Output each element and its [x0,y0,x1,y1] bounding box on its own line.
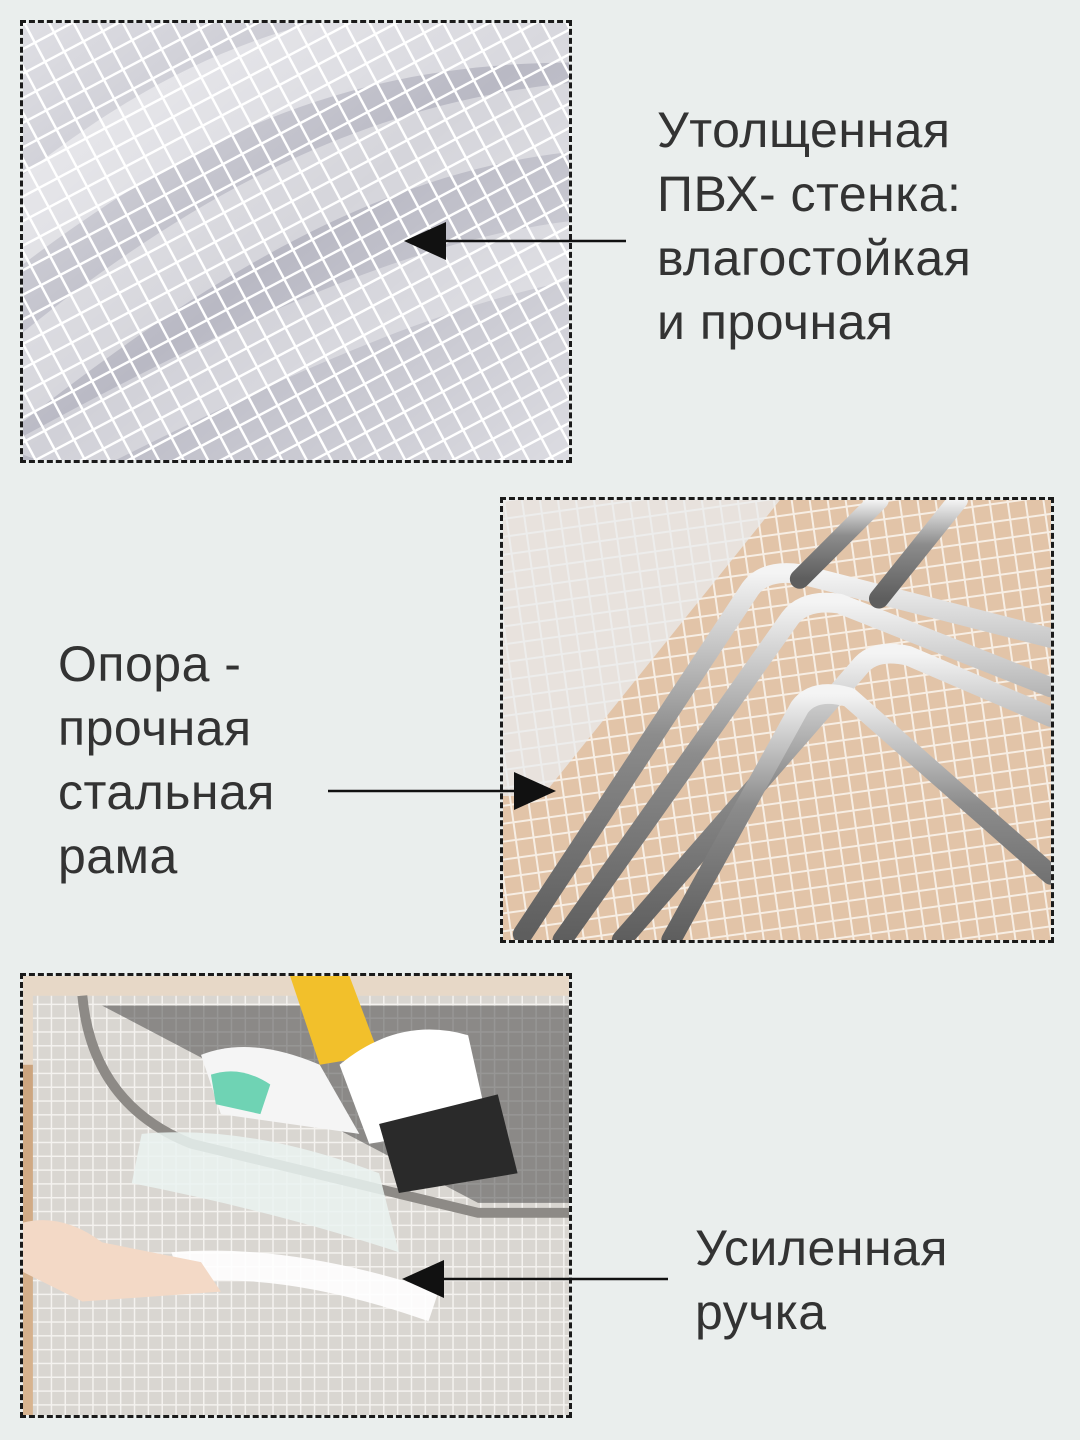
caption-line: рама [58,828,178,884]
caption-line: Опора - [58,636,242,692]
caption-line: влагостойкая [657,230,972,286]
caption-line: Усиленная [695,1220,948,1276]
caption-line: прочная [58,700,252,756]
steel-frame-photo [500,497,1054,943]
handle-photo [20,973,572,1418]
pvc-wall-photo [20,20,572,463]
caption-line: Утолщенная [657,102,951,158]
caption-line: стальная [58,764,275,820]
steel-frame-caption: Опора - прочная стальная рама [58,632,275,888]
handle-caption: Усиленная ручка [695,1216,948,1344]
caption-line: ручка [695,1284,827,1340]
pvc-wall-illustration [23,23,569,460]
caption-line: и прочная [657,294,894,350]
steel-frame-illustration [503,500,1051,940]
pvc-wall-caption: Утолщенная ПВХ- стенка: влагостойкая и п… [657,98,971,354]
caption-line: ПВХ- стенка: [657,166,962,222]
handle-illustration [23,976,569,1415]
